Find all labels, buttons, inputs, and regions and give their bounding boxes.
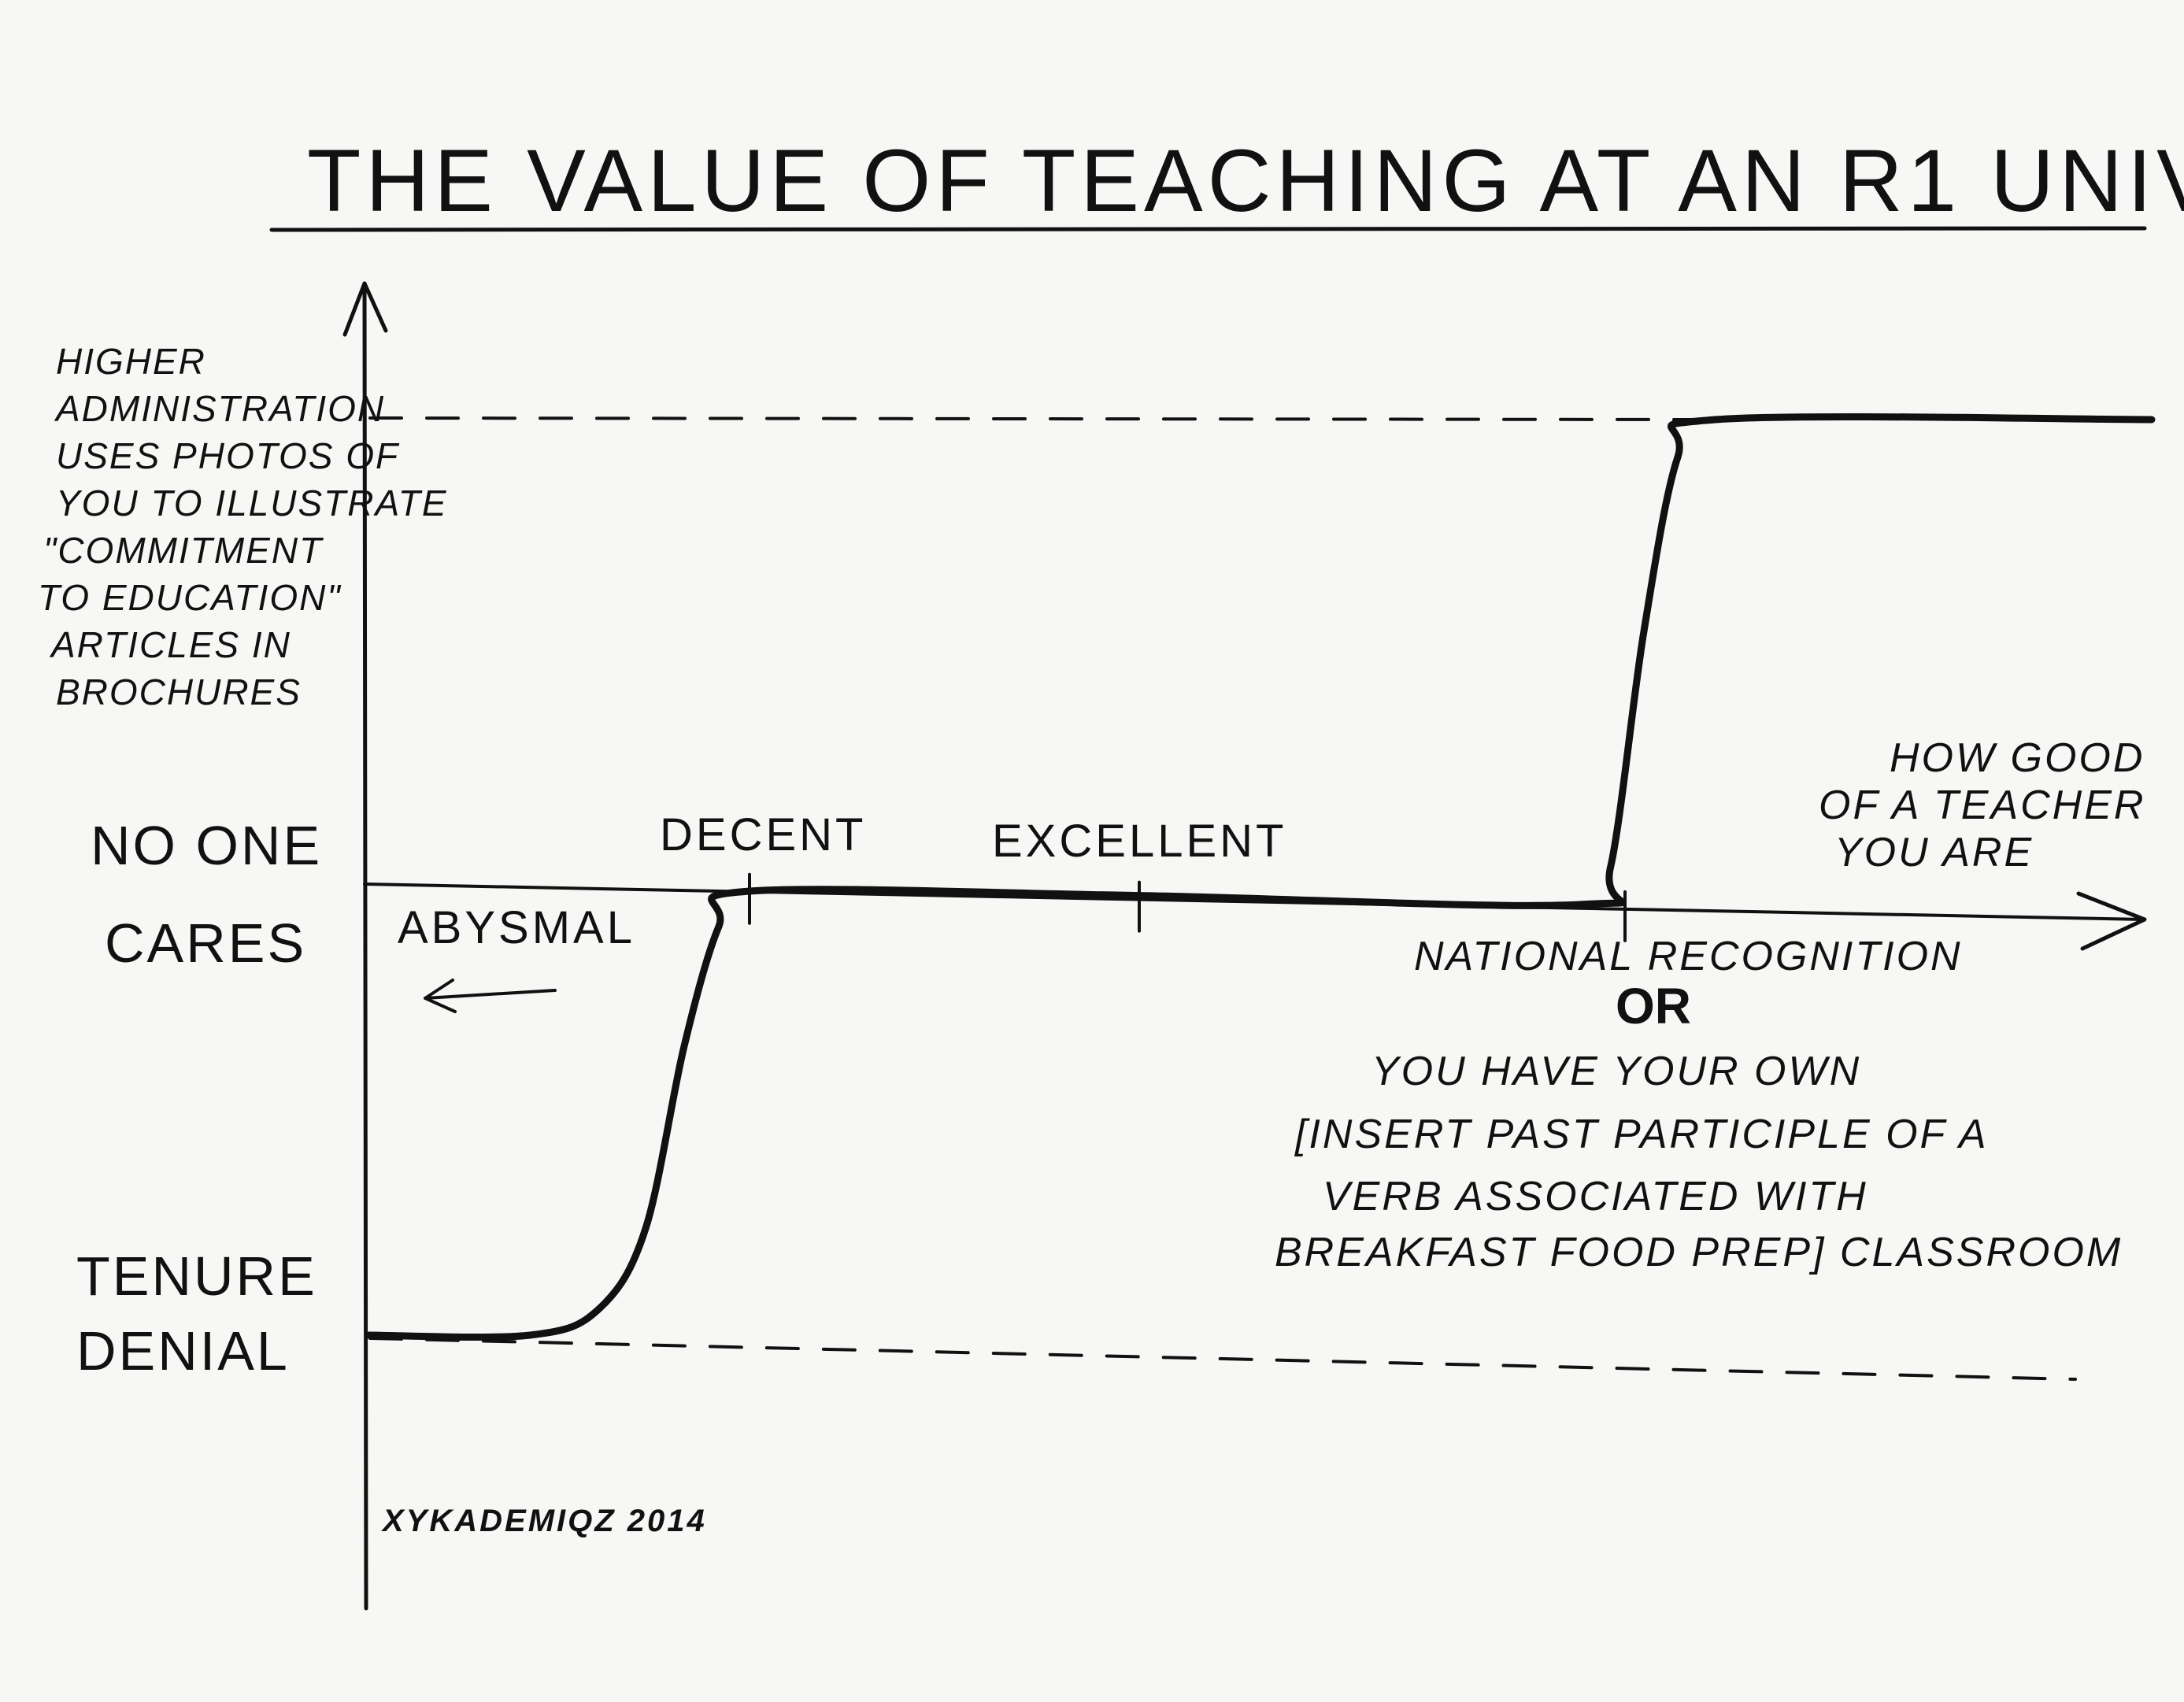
y-label-line: BROCHURES bbox=[56, 672, 302, 712]
y-label-bottom-line2: DENIAL bbox=[76, 1320, 290, 1382]
tick-label-decent: DECENT bbox=[660, 809, 866, 860]
x-label-line2: OF A TEACHER bbox=[1819, 783, 2145, 828]
x-label-line3: YOU ARE bbox=[1834, 830, 2034, 875]
y-label-bottom-line1: TENURE bbox=[76, 1245, 317, 1307]
series-line bbox=[365, 413, 2156, 1341]
y-label-line: YOU TO ILLUSTRATE bbox=[56, 483, 448, 524]
y-label-line: "COMMITMENT bbox=[43, 530, 324, 571]
y-label-line: USES PHOTOS OF bbox=[56, 435, 400, 476]
y-label-middle-line1: NO ONE bbox=[91, 815, 322, 876]
annotation-line: BREAKFAST FOOD PREP] CLASSROOM bbox=[1275, 1230, 2123, 1275]
lower-level-dashed-line bbox=[368, 1337, 2077, 1381]
annotation-line: [INSERT PAST PARTICIPLE OF A bbox=[1294, 1112, 1989, 1157]
y-axis bbox=[362, 281, 368, 1611]
y-label-top: HIGHER ADMINISTRATION USES PHOTOS OF YOU… bbox=[38, 341, 448, 712]
signature: XYKADEMIQZ 2014 bbox=[381, 1504, 707, 1538]
x-axis-arrowhead bbox=[2076, 891, 2147, 951]
tick-label-national-recognition: NATIONAL RECOGNITION bbox=[1414, 934, 1963, 979]
annotation-or: OR bbox=[1616, 978, 1691, 1034]
left-arrow-icon bbox=[424, 979, 557, 1013]
upper-level-dashed-line bbox=[368, 416, 1694, 421]
chart-title: THE VALUE OF TEACHING AT AN R1 UNIVERSIT… bbox=[307, 131, 2184, 230]
y-label-line: ARTICLES IN bbox=[49, 624, 291, 665]
title-underline bbox=[269, 226, 2147, 232]
tick-label-excellent: EXCELLENT bbox=[992, 816, 1286, 867]
x-left-label: ABYSMAL bbox=[398, 902, 635, 953]
y-axis-arrowhead bbox=[342, 281, 388, 337]
annotation-line: VERB ASSOCIATED WITH bbox=[1323, 1174, 1868, 1219]
y-label-line: TO EDUCATION" bbox=[38, 577, 342, 618]
x-label-line1: HOW GOOD bbox=[1890, 735, 2145, 781]
y-label-line: HIGHER bbox=[56, 341, 206, 382]
y-label-middle-line2: CARES bbox=[105, 912, 306, 974]
annotation-line: YOU HAVE YOUR OWN bbox=[1371, 1049, 1861, 1094]
y-label-line: ADMINISTRATION bbox=[54, 388, 385, 429]
